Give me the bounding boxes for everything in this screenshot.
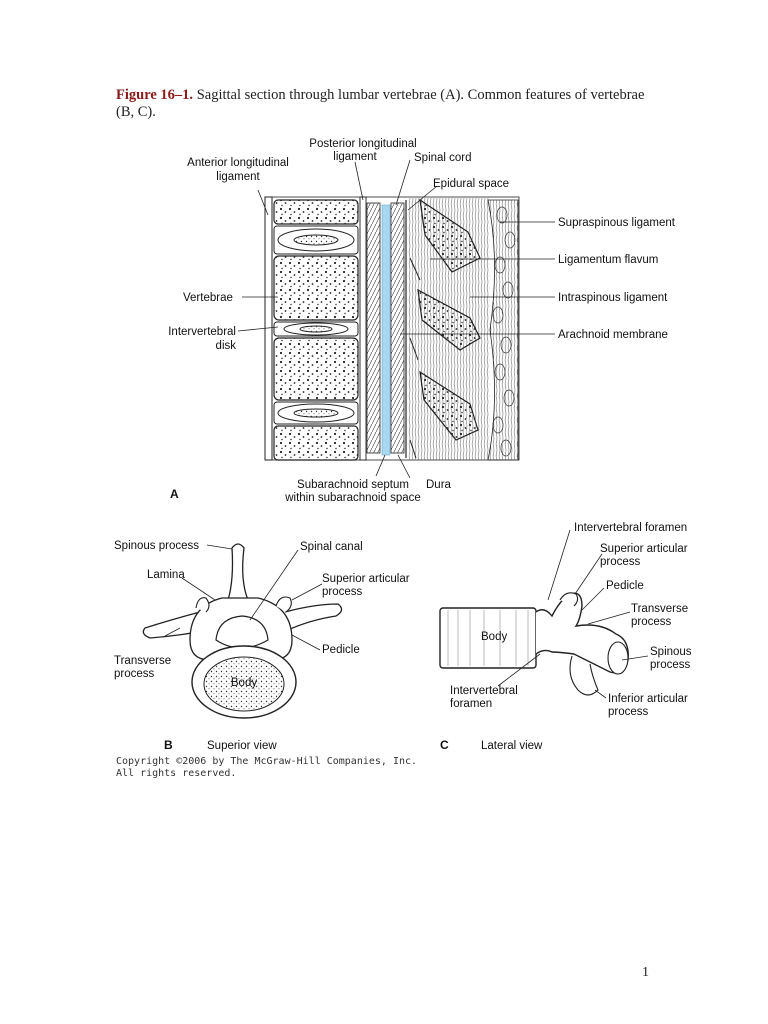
page-number: 1 <box>642 965 649 980</box>
superior-articular-right-shape <box>275 596 292 613</box>
label-intervertebral-foramen-bottom-1: Intervertebral <box>450 685 518 697</box>
label-transverse-process-c-1: Transverse <box>631 603 688 615</box>
label-anterior-longitudinal-ligament-2: ligament <box>216 171 260 183</box>
intervertebral-disk-shapes <box>273 225 359 425</box>
dura-anterior-shape <box>366 202 381 454</box>
label-posterior-longitudinal-ligament-1: Posterior longitudinal <box>309 138 416 150</box>
vertebral-body-4 <box>273 425 359 461</box>
panel-b-leaders <box>164 544 323 651</box>
spinous-processes <box>408 198 490 460</box>
transverse-process-right-shape <box>284 603 343 631</box>
label-dura: Dura <box>426 479 452 491</box>
label-spinal-cord: Spinal cord <box>414 152 472 164</box>
label-inferior-articular-process-1: Inferior articular <box>608 693 688 705</box>
copyright-notice: Copyright ©2006 by The McGraw-Hill Compa… <box>116 756 417 780</box>
label-intraspinous-ligament: Intraspinous ligament <box>558 292 668 304</box>
label-transverse-process-b-2: process <box>114 668 155 680</box>
label-superior-articular-process-b-1: Superior articular <box>322 573 410 585</box>
dura-posterior-shape <box>390 202 405 454</box>
vertebral-body-1 <box>273 199 359 225</box>
superior-view-vertebra <box>142 543 343 719</box>
label-subarachnoid-septum-2: within subarachnoid space <box>284 492 421 504</box>
lateral-view-vertebra <box>439 592 629 696</box>
transverse-process-left-shape <box>142 611 201 639</box>
label-spinous-process-c-2: process <box>650 659 691 671</box>
label-superior-articular-process-c-2: process <box>600 556 641 568</box>
label-inferior-articular-process-2: process <box>608 706 649 718</box>
panel-c-view: Lateral view <box>481 740 543 752</box>
spinous-process-shape <box>227 543 249 601</box>
panel-a-leaders <box>237 159 555 479</box>
posterior-longitudinal-ligament-shape <box>359 196 367 461</box>
superior-articular-left-shape <box>195 597 210 613</box>
label-lamina: Lamina <box>147 569 185 581</box>
label-arachnoid-membrane: Arachnoid membrane <box>558 329 668 341</box>
label-subarachnoid-septum-1: Subarachnoid septum <box>297 479 409 491</box>
label-spinal-canal: Spinal canal <box>300 541 363 553</box>
vertebral-body-b-inner <box>203 656 285 712</box>
label-posterior-longitudinal-ligament-2: ligament <box>333 151 377 163</box>
vertebral-body-c-striations <box>447 610 529 666</box>
panel-a-letter: A <box>170 487 179 501</box>
label-intervertebral-disk-1: Intervertebral <box>168 326 236 338</box>
superior-articular-c-shape <box>559 592 579 607</box>
sagittal-section <box>264 196 520 461</box>
panel-c-leaders <box>497 529 649 699</box>
copyright-line-2: All rights reserved. <box>116 768 237 779</box>
label-pedicle-b: Pedicle <box>322 644 360 656</box>
label-spinous-process-c-1: Spinous <box>650 646 692 658</box>
label-intervertebral-foramen-bottom-2: foramen <box>450 698 492 710</box>
copyright-line-1: Copyright ©2006 by The McGraw-Hill Compa… <box>116 756 418 767</box>
figure-number: Figure 16–1. <box>116 87 194 103</box>
label-intervertebral-foramen-top: Intervertebral foramen <box>574 522 687 534</box>
label-epidural-space: Epidural space <box>433 178 509 190</box>
label-body-c: Body <box>481 631 507 643</box>
vertebral-body-3 <box>273 337 359 401</box>
label-transverse-process-c-2: process <box>631 616 672 628</box>
label-supraspinous-ligament: Supraspinous ligament <box>558 217 676 229</box>
figure-caption-text: Sagittal section through lumbar vertebra… <box>116 87 645 120</box>
figure-caption: Figure 16–1. Sagittal section through lu… <box>116 87 656 121</box>
subarachnoid-space <box>381 204 391 456</box>
label-spinous-process: Spinous process <box>114 540 199 552</box>
inferior-articular-c-shape <box>569 655 599 696</box>
panel-c-letter: C <box>440 738 449 752</box>
label-body-b: Body <box>231 677 257 689</box>
panel-b-letter: B <box>164 738 173 752</box>
supraspinous-ligament-shape <box>487 199 519 461</box>
label-intervertebral-disk-2: disk <box>216 340 237 352</box>
spinous-process-c-tip <box>607 641 629 675</box>
vertebral-body-2 <box>273 255 359 321</box>
label-vertebrae: Vertebrae <box>183 292 233 304</box>
panel-b-view: Superior view <box>207 740 277 752</box>
supraspinous-cells <box>492 206 516 457</box>
label-transverse-process-b-1: Transverse <box>114 655 171 667</box>
label-anterior-longitudinal-ligament-1: Anterior longitudinal <box>187 157 289 169</box>
label-ligamentum-flavum: Ligamentum flavum <box>558 254 658 266</box>
label-superior-articular-process-c-1: Superior articular <box>600 543 688 555</box>
label-pedicle-c: Pedicle <box>606 580 644 592</box>
label-superior-articular-process-b-2: process <box>322 586 363 598</box>
